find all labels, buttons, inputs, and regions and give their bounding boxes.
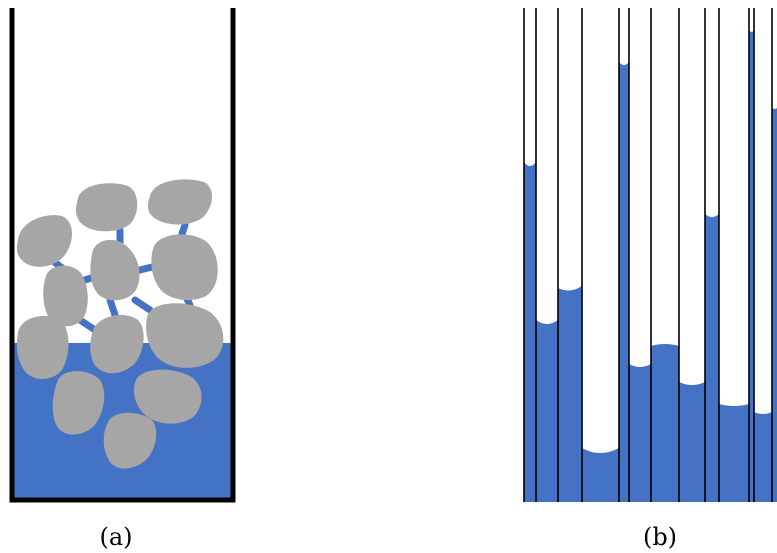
grains	[16, 179, 224, 469]
grain	[16, 215, 72, 267]
grain	[151, 234, 218, 301]
tube-water	[772, 108, 777, 502]
grain	[76, 183, 138, 232]
tube-water	[558, 286, 582, 502]
grain	[43, 265, 88, 327]
caption-b: (b)	[643, 523, 677, 551]
tube-water	[582, 448, 619, 502]
tube-water	[619, 62, 629, 502]
panel-b: (b)	[523, 8, 777, 551]
grain	[16, 316, 69, 379]
grain	[146, 303, 224, 368]
tube-water	[629, 364, 651, 502]
grain	[90, 239, 140, 301]
tube-water	[749, 30, 754, 502]
tube-walls	[523, 8, 773, 502]
grain	[134, 369, 202, 424]
tube-water	[705, 214, 719, 502]
tube-water	[679, 382, 705, 502]
container	[9, 8, 236, 503]
caption-a: (a)	[99, 523, 132, 551]
tube-water	[651, 344, 679, 502]
panel-a: (a)	[9, 8, 236, 551]
grain	[148, 179, 213, 225]
tube-water	[536, 320, 558, 502]
grain	[103, 412, 157, 469]
tube-water	[719, 404, 749, 502]
tube-water	[754, 412, 772, 502]
capillary-tubes	[524, 30, 777, 502]
tube-water	[524, 162, 536, 502]
grain	[90, 314, 144, 374]
grain	[52, 371, 105, 435]
